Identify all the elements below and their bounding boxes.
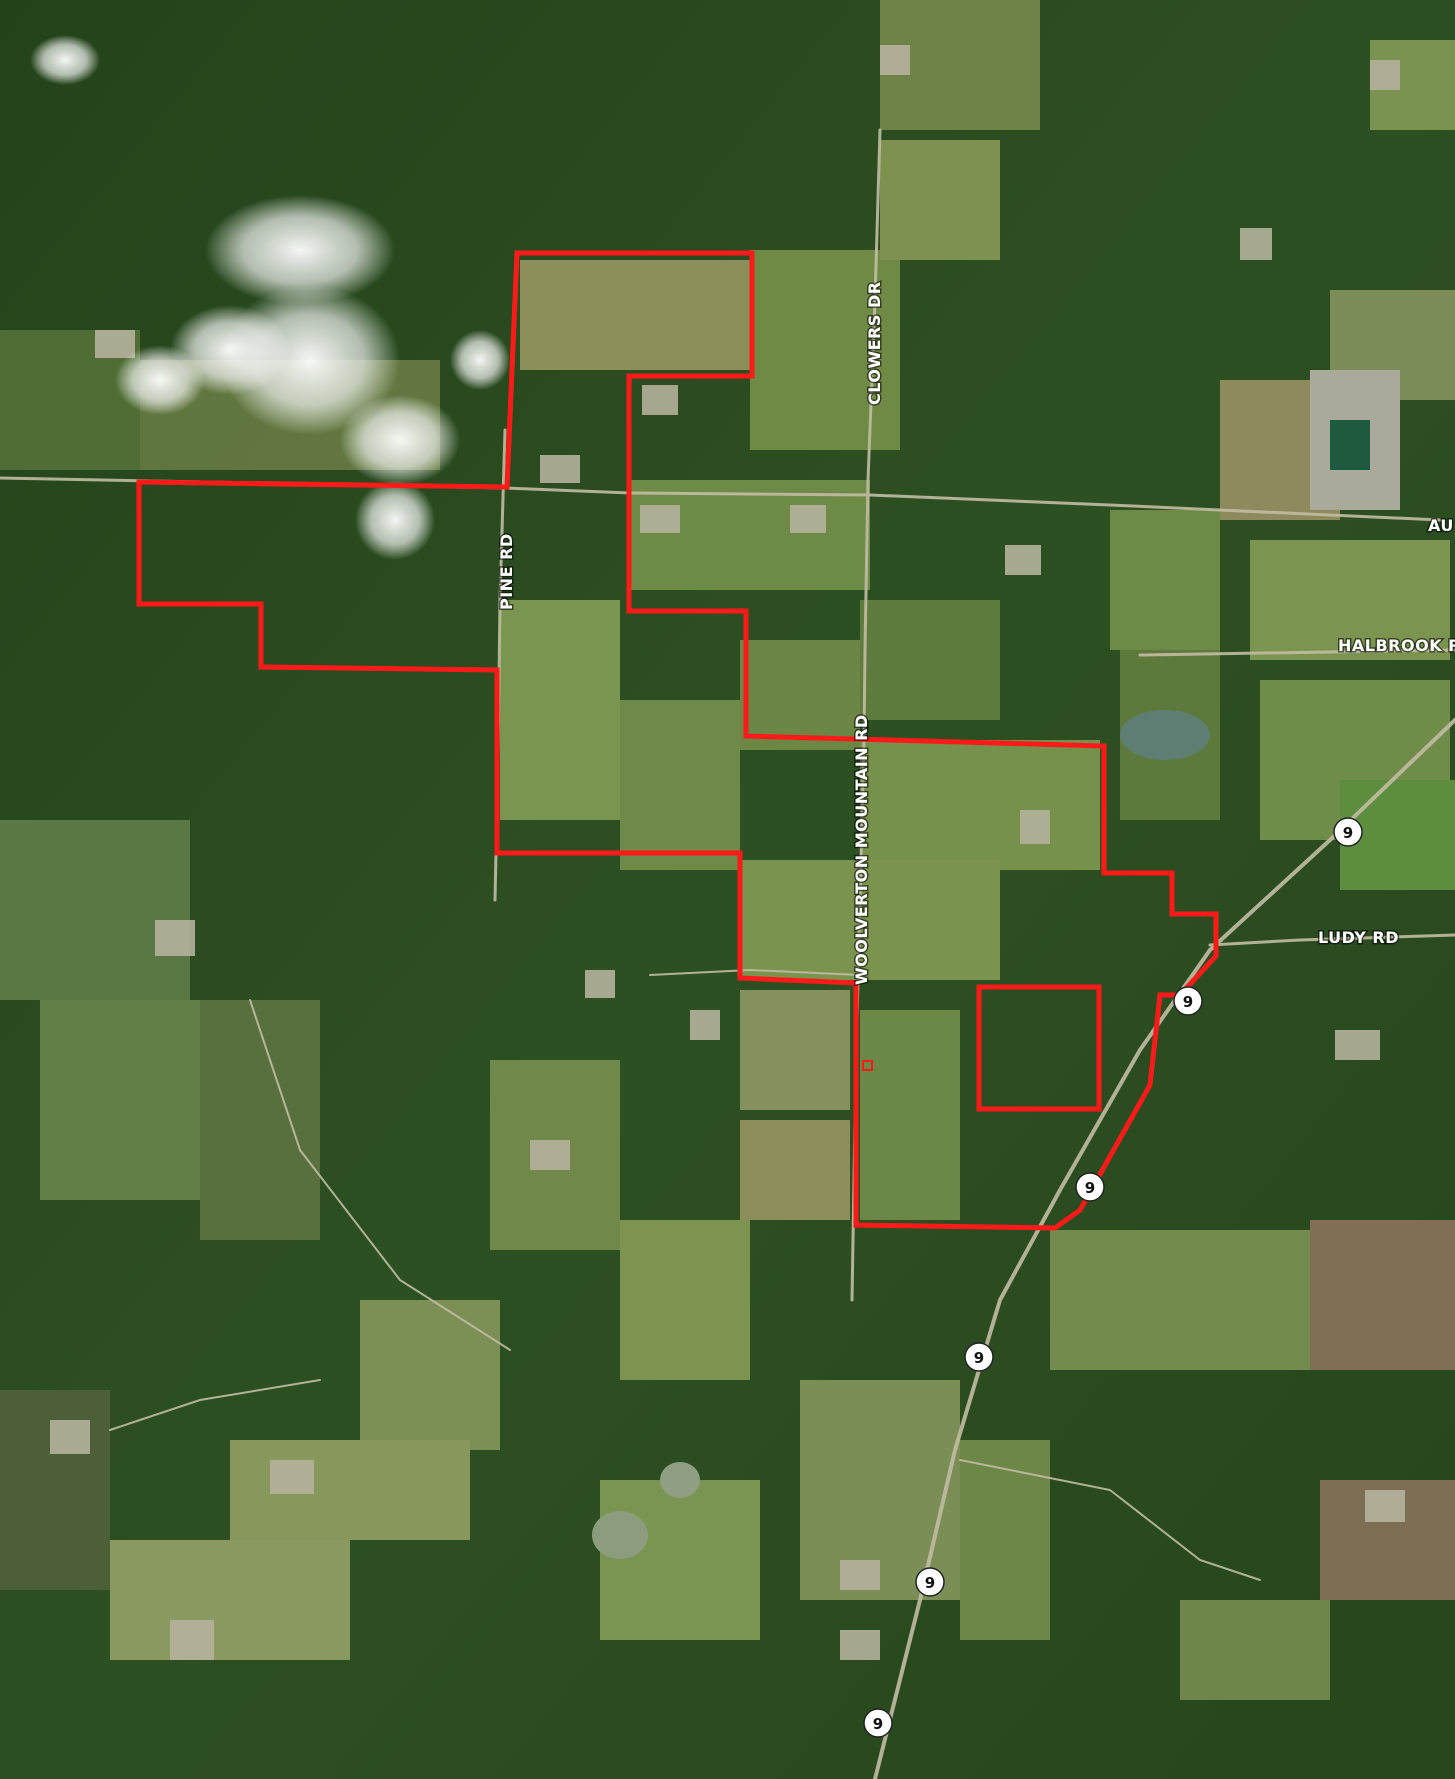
inner-parcel (976, 984, 1102, 1112)
highway-9-shield: 9 (863, 1708, 893, 1738)
highway-9-shield: 9 (1173, 986, 1203, 1016)
highway-9-shield: 9 (915, 1567, 945, 1597)
highway-9-road (873, 718, 1455, 1779)
ponds (592, 710, 1210, 1559)
label-pine-rd: PINE RD (497, 533, 516, 610)
small-marker (862, 1060, 873, 1071)
cloud-cover (30, 35, 510, 560)
road-labels: CLOWERS DR PINE RD WOOLVERTON MOUNTAIN R… (496, 280, 1455, 987)
property-boundary (136, 250, 1219, 1231)
label-clowers-dr: CLOWERS DR (865, 281, 884, 405)
label-ludy-rd: LUDY RD (1318, 928, 1399, 947)
label-halbrook: HALBROOK R (1338, 636, 1455, 655)
svg-text:9: 9 (1085, 1179, 1095, 1197)
svg-text:9: 9 (1183, 993, 1193, 1011)
dirt-track-west (249, 999, 511, 1351)
highway-9-shield: 9 (1075, 1172, 1105, 1202)
svg-text:9: 9 (974, 1349, 984, 1367)
gravel-pads (50, 45, 1405, 1660)
highway-9-shield: 9 (1333, 817, 1363, 847)
svg-text:9: 9 (925, 1574, 935, 1592)
label-au: AU (1428, 516, 1454, 535)
quarry (1310, 370, 1400, 510)
label-woolverton-mountain-rd: WOOLVERTON MOUNTAIN RD (852, 714, 871, 985)
ludy-road (1208, 933, 1455, 947)
southern-road (649, 968, 861, 976)
parcel-outline (136, 250, 1219, 1231)
highway-shields: 9 9 9 9 9 9 (863, 817, 1363, 1738)
highway-9-shield: 9 (964, 1342, 994, 1372)
halbrook-road (1138, 648, 1455, 657)
svg-text:9: 9 (1343, 824, 1353, 842)
clowers-dr-road (862, 128, 882, 742)
svg-text:9: 9 (873, 1715, 883, 1733)
county-road (959, 1459, 1261, 1581)
dirt-track-sw (109, 1379, 321, 1431)
